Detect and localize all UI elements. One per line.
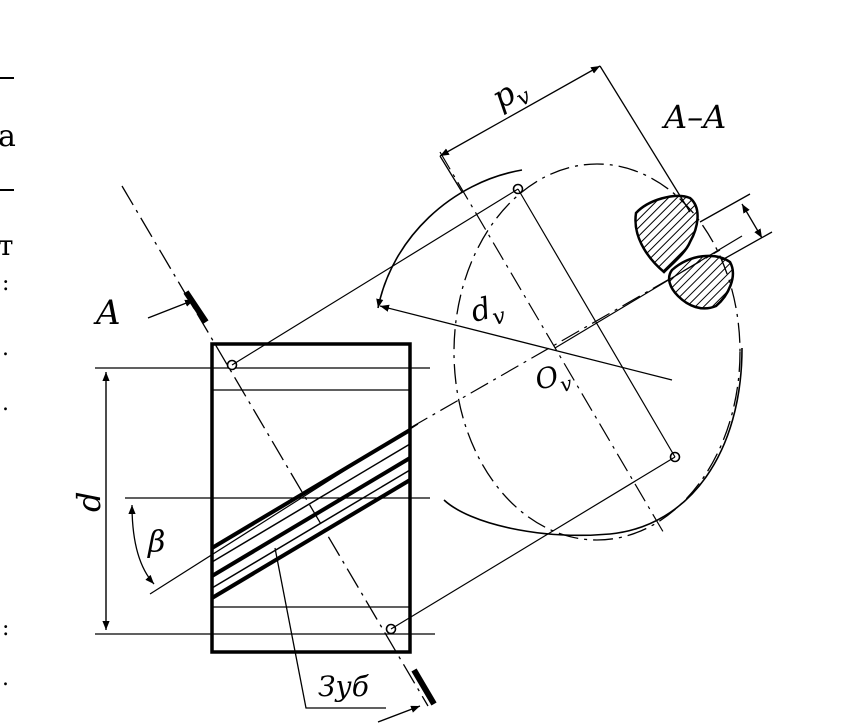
- helix-angle: β: [128, 423, 419, 595]
- svg-text:dv: dv: [467, 288, 508, 336]
- section-title: A–A: [661, 98, 726, 136]
- virtual-diameter-label: dv: [467, 288, 508, 336]
- svg-text:Ov: Ov: [532, 356, 575, 402]
- pitch-label: pv: [485, 67, 536, 122]
- svg-text:pv: pv: [485, 67, 536, 122]
- tooth-section: [634, 194, 735, 310]
- edge-fragment-4: .: [2, 336, 9, 361]
- extension-lines: [95, 367, 435, 635]
- tooth-leader: Зуб: [274, 547, 386, 709]
- contact-points: [226, 183, 681, 635]
- edge-fragment-2: т: [0, 229, 14, 262]
- virtual-center-label: Ov: [532, 356, 575, 402]
- section-line: A: [93, 185, 437, 723]
- edge-fragment-3: :: [2, 271, 9, 296]
- section-view: [376, 151, 743, 541]
- diameter-label: d: [70, 492, 108, 512]
- edge-fragment-1: a: [0, 119, 16, 154]
- edge-fragment-6: :: [2, 616, 9, 641]
- section-mark-label: A: [93, 293, 121, 333]
- edge-fragment-5: .: [2, 391, 9, 416]
- edge-fragment-7: .: [2, 666, 9, 691]
- pitch-dimension: [439, 65, 773, 261]
- edge-fragments: a т : . . : .: [0, 77, 16, 691]
- diameter-dimension: d: [70, 372, 110, 630]
- helix-angle-label: β: [147, 525, 165, 560]
- tooth-label: Зуб: [318, 670, 370, 703]
- tooth-stripes: [210, 428, 412, 600]
